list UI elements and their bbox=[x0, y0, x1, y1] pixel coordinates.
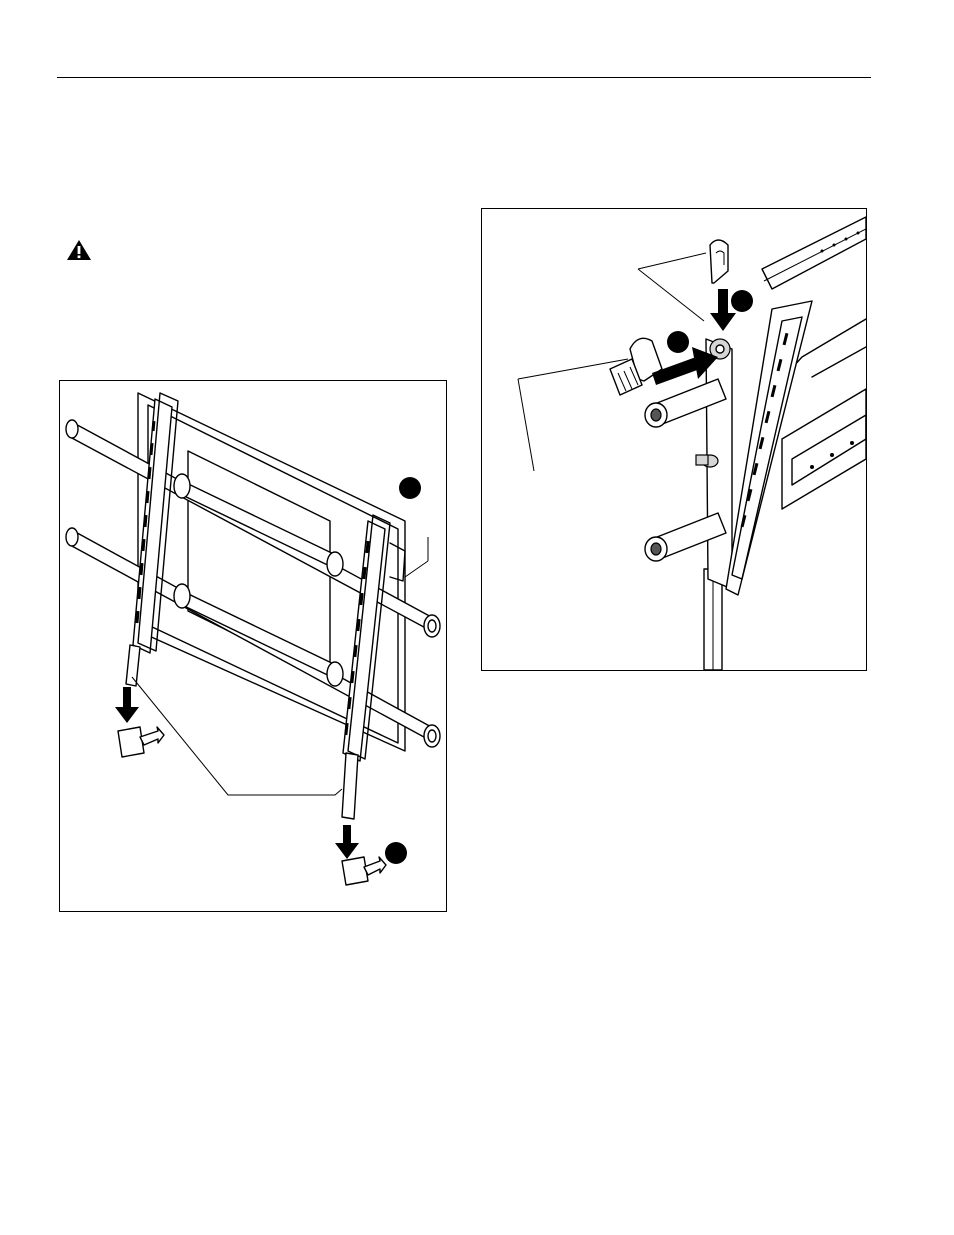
callout-badge-1 bbox=[731, 290, 753, 312]
tension-knob bbox=[696, 455, 718, 467]
figure-bracket-installation bbox=[59, 380, 447, 912]
bracket-illustration bbox=[60, 381, 446, 911]
right-bracket-tab bbox=[342, 753, 358, 819]
hand-pointer-icon bbox=[118, 727, 164, 757]
callout-badge-2 bbox=[667, 331, 689, 353]
down-arrow-icon bbox=[115, 687, 139, 723]
warning-triangle-icon bbox=[66, 239, 92, 261]
safety-pin-illustration bbox=[482, 209, 866, 670]
callout-badge-2 bbox=[385, 842, 407, 864]
frame-top-edge bbox=[762, 217, 866, 289]
down-arrow-icon bbox=[335, 825, 359, 859]
down-arrow-icon bbox=[710, 289, 736, 331]
left-bracket-tab bbox=[126, 645, 140, 686]
callout-badge-1 bbox=[399, 477, 421, 499]
header-rule bbox=[57, 77, 871, 78]
figure-safety-pin-installation bbox=[481, 208, 867, 671]
hand-pointer-icon bbox=[342, 857, 386, 885]
frame-lower-edge bbox=[782, 389, 866, 509]
top-safety-pin bbox=[710, 240, 728, 283]
side-safety-pin bbox=[610, 338, 662, 395]
leader-line-top bbox=[638, 253, 706, 269]
